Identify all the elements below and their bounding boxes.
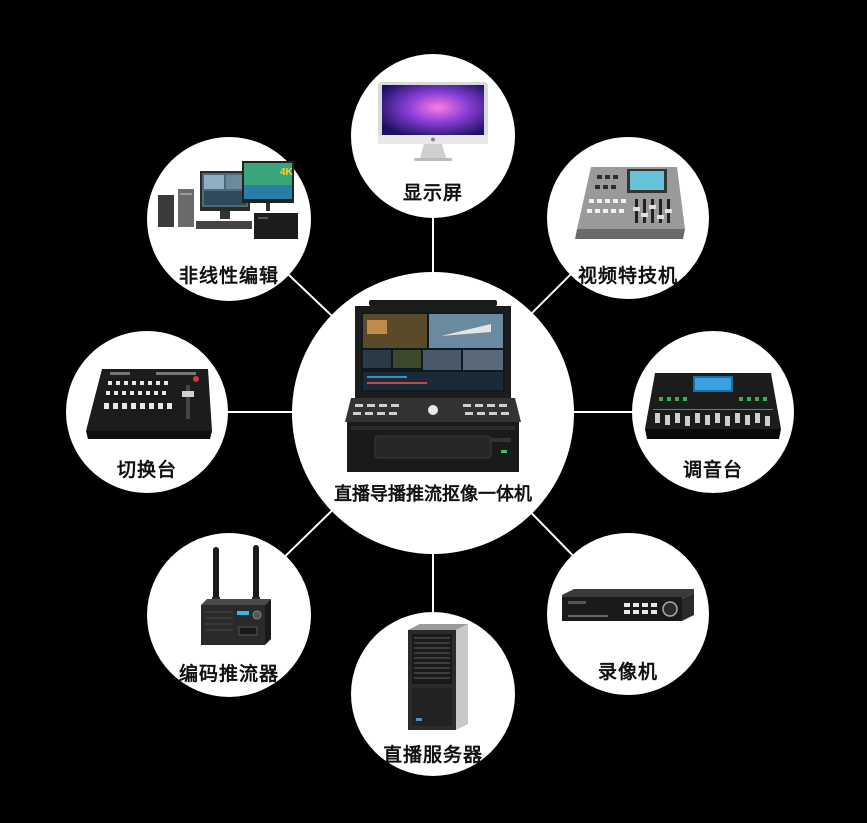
node-encoder: 编码推流器 [147, 533, 311, 697]
node-label: 视频特技机 [577, 265, 678, 287]
node-editing: 4K 非线性编辑 [147, 137, 311, 301]
imac-monitor-icon [378, 82, 488, 161]
portable-broadcast-unit-icon [345, 300, 521, 472]
node-label: 切换台 [116, 459, 177, 481]
encoder-antenna-icon [201, 545, 271, 645]
tower-server-icon [408, 624, 468, 730]
node-server: 直播服务器 [351, 612, 515, 776]
hub-label: 直播导播推流抠像一体机 [334, 484, 532, 505]
node-switcher-special: 视频特技机 [547, 137, 709, 299]
node-recorder: 录像机 [547, 533, 709, 695]
node-label: 直播服务器 [382, 744, 483, 766]
video-effects-switcher-icon [575, 167, 685, 239]
node-label: 显示屏 [402, 182, 463, 204]
node-display: 显示屏 [351, 54, 515, 218]
svg-text:4K: 4K [280, 167, 294, 178]
node-label: 编码推流器 [178, 663, 279, 685]
dvr-recorder-icon [562, 589, 694, 621]
video-switcher-icon [86, 369, 212, 439]
node-mixer: 调音台 [632, 331, 794, 493]
node-switcher: 切换台 [66, 331, 228, 493]
node-label: 非线性编辑 [178, 265, 279, 287]
node-label: 调音台 [682, 459, 743, 481]
hub-all-in-one: 直播导播推流抠像一体机 [292, 272, 574, 554]
audio-mixer-icon [645, 373, 781, 439]
editing-workstation-icon: 4K [158, 161, 298, 239]
node-label: 录像机 [597, 661, 658, 683]
